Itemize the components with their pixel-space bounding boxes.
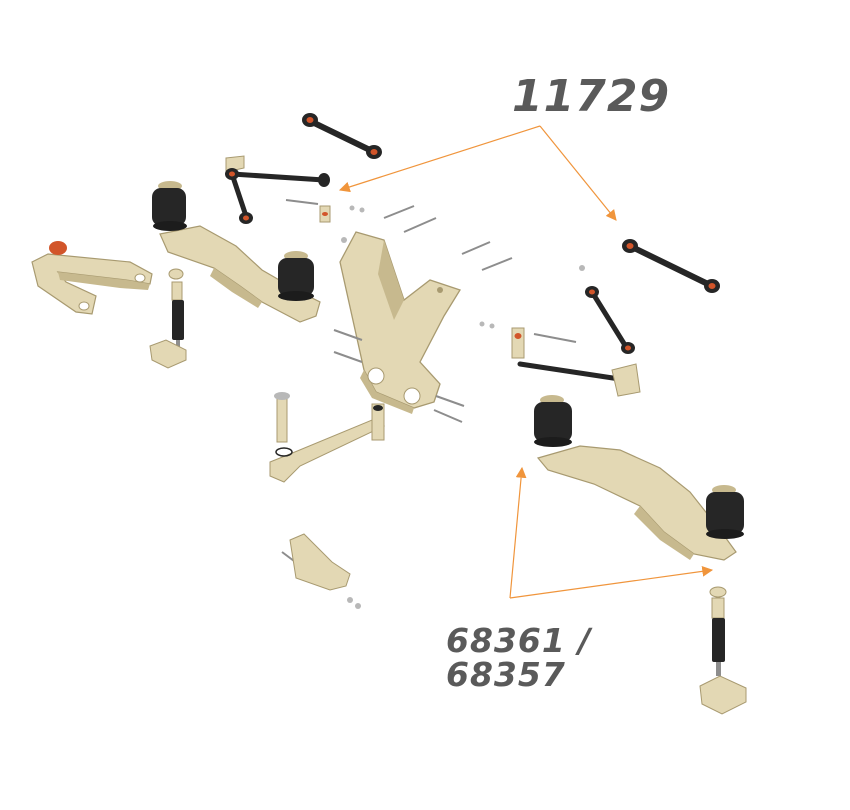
callout-arrows-68361: [509, 466, 714, 599]
right-air-spring-beam: [536, 445, 737, 561]
upper-fasteners: [285, 199, 513, 271]
left-rear-air-spring: [152, 181, 187, 231]
right-v-link-arm: [479, 265, 641, 397]
right-rear-air-spring: [534, 395, 572, 447]
hanger-bolts: [333, 329, 465, 423]
center-hanger-bracket: [339, 231, 461, 414]
left-lower-link: [31, 241, 153, 315]
right-front-air-spring: [706, 485, 744, 539]
lower-small-bracket: [281, 533, 361, 609]
right-upper-arm: [622, 239, 720, 293]
left-shock-absorber: [149, 268, 187, 369]
callout-arrows-11729: [338, 125, 617, 221]
left-link-bushing: [49, 241, 67, 255]
left-front-air-spring: [278, 251, 314, 301]
right-shock-absorber: [699, 586, 747, 715]
callout-label-68361-68357: 68361 / 68357: [446, 624, 591, 692]
left-v-link-arm: [225, 155, 330, 224]
callout-label-line-1: 68361 /: [446, 621, 592, 660]
center-lower-link: [269, 392, 386, 483]
left-upper-arm: [302, 113, 382, 159]
callout-label-11729: 11729: [512, 71, 671, 122]
callout-label-line-2: 68357: [446, 655, 566, 694]
